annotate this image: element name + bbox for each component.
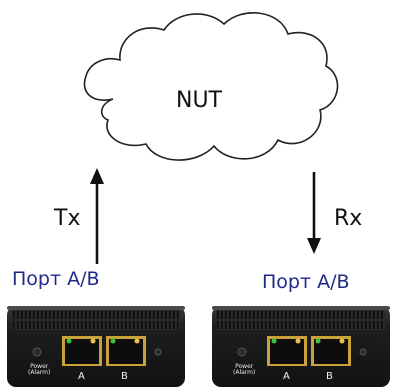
right-device: [212, 306, 390, 387]
cloud-label: NUT: [176, 88, 222, 113]
right-jack-b-label: B: [326, 371, 333, 382]
left-jack-b-label: B: [121, 371, 128, 382]
tx-label: Tx: [54, 206, 81, 231]
rx-label: Rx: [334, 206, 363, 231]
rx-arrowhead: [307, 238, 321, 254]
right-power-label: Power (Alarm): [233, 363, 256, 377]
right-port-label: Порт A/B: [262, 271, 350, 293]
cloud-shape: [83, 12, 339, 161]
left-jack-a-label: A: [78, 371, 85, 382]
tx-arrowhead: [90, 168, 104, 184]
left-port-label: Порт A/B: [12, 268, 100, 290]
left-device: [7, 306, 185, 387]
right-jack-a-label: A: [283, 371, 290, 382]
left-power-label: Power (Alarm): [28, 363, 51, 377]
